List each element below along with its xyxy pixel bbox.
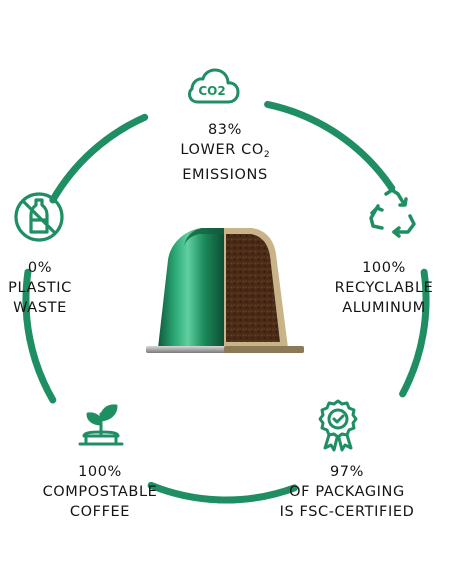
- recycle-icon: [364, 188, 420, 240]
- co2-subscript: 2: [263, 150, 270, 160]
- recycle-percent: 100%: [362, 260, 406, 276]
- co2-label: 83% LOWER CO2 EMISSIONS: [150, 120, 300, 185]
- coffee-capsule-image: [146, 228, 304, 353]
- ring-arc: [22, 268, 57, 404]
- recycle-line3: ALUMINUM: [342, 300, 426, 316]
- capsule-shell: [158, 228, 224, 348]
- sprout-soil-icon: [76, 400, 126, 452]
- fsc-label: 97% OF PACKAGING IS FSC-CERTIFIED: [262, 462, 432, 522]
- no-plastic-bottle-icon: [12, 190, 66, 244]
- co2-cloud-icon: CO2: [186, 64, 240, 108]
- co2-percent: 83%: [207, 122, 243, 138]
- compost-percent: 100%: [78, 464, 122, 480]
- recycle-label: 100% RECYCLABLE ALUMINUM: [316, 258, 452, 318]
- plastic-line2: PLASTIC: [8, 280, 72, 296]
- certified-badge-icon: [315, 398, 361, 452]
- ring-arc: [399, 268, 430, 398]
- co2-line2-text: LOWER CO: [180, 142, 264, 158]
- ring-arc: [264, 100, 396, 192]
- plastic-line3: WASTE: [13, 300, 67, 316]
- fsc-percent: 97%: [329, 464, 365, 480]
- co2-line2: LOWER CO2: [150, 140, 300, 165]
- compost-line2: COMPOSTABLE: [42, 484, 158, 500]
- fsc-line3: IS FSC-CERTIFIED: [279, 504, 415, 520]
- co2-line3: EMISSIONS: [182, 167, 268, 183]
- coffee-grounds: [226, 234, 280, 342]
- ring-arc: [215, 484, 298, 504]
- plastic-label: 0% PLASTIC WASTE: [0, 258, 80, 318]
- recycle-line2: RECYCLABLE: [334, 280, 434, 296]
- compost-label: 100% COMPOSTABLE COFFEE: [30, 462, 170, 522]
- fsc-line2: OF PACKAGING: [289, 484, 405, 500]
- co2-icon-text: CO2: [198, 84, 225, 98]
- compost-line3: COFFEE: [69, 504, 131, 520]
- ring-arc: [49, 113, 149, 204]
- plastic-percent: 0%: [27, 260, 53, 276]
- ring-arc: [147, 481, 223, 504]
